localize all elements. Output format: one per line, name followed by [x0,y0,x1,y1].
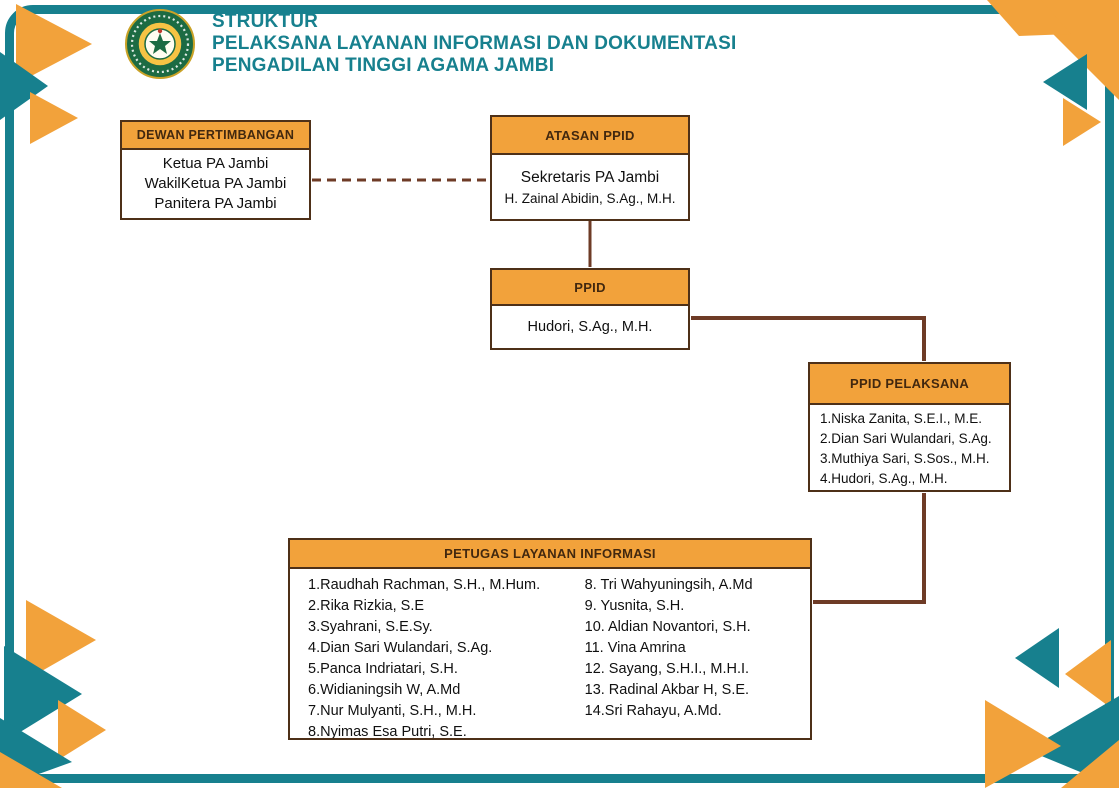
officer-name: 13. Radinal Akbar H, S.E. [584,682,750,698]
officer-name: H. Zainal Abidin, S.Ag., M.H. [504,190,676,206]
officer-name: 8.Nyimas Esa Putri, S.E. [308,724,467,738]
box-ppid-body: Hudori, S.Ag., M.H. [492,306,688,348]
officer-name: 12. Sayang, S.H.I., M.H.I. [584,661,750,677]
box-atasan-ppid: ATASAN PPID Sekretaris PA Jambi H. Zaina… [490,115,690,221]
box-ppid-pelaksana-title: PPID PELAKSANA [810,364,1009,405]
box-petugas-body: 1.Raudhah Rachman, S.H., M.Hum. 2.Rika R… [290,569,810,738]
member-name: WakilKetua PA Jambi [144,175,287,192]
officer-name: 7.Nur Mulyanti, S.H., M.H. [308,703,477,719]
title-line-2: PELAKSANA LAYANAN INFORMASI DAN DOKUMENT… [212,33,737,54]
officer-name: 10. Aldian Novantori, S.H. [584,619,751,635]
box-atasan-ppid-body: Sekretaris PA Jambi H. Zainal Abidin, S.… [492,155,688,219]
petugas-column-2: 8. Tri Wahyuningsih, A.Md 9. Yusnita, S.… [585,575,802,732]
officer-name: 2.Rika Rizkia, S.E [308,598,425,614]
box-dewan-pertimbangan-body: Ketua PA Jambi WakilKetua PA Jambi Panit… [122,150,309,218]
box-ppid: PPID Hudori, S.Ag., M.H. [490,268,690,350]
masthead: STRUKTUR PELAKSANA LAYANAN INFORMASI DAN… [124,8,736,80]
officer-name: Hudori, S.Ag., M.H. [527,319,653,335]
member-name: 1.Niska Zanita, S.E.I., M.E. [820,411,983,426]
corner-decoration-bottom-left [0,600,106,788]
box-ppid-pelaksana: PPID PELAKSANA 1.Niska Zanita, S.E.I., M… [808,362,1011,492]
box-petugas-title: PETUGAS LAYANAN INFORMASI [290,540,810,569]
position-title: Sekretaris PA Jambi [520,168,660,186]
box-ppid-pelaksana-body: 1.Niska Zanita, S.E.I., M.E. 2.Dian Sari… [810,405,1009,490]
title-line-3: PENGADILAN TINGGI AGAMA JAMBI [212,55,555,76]
box-atasan-ppid-title: ATASAN PPID [492,117,688,155]
member-name: 3.Muthiya Sari, S.Sos., M.H. [820,451,990,466]
pta-jambi-logo [125,9,195,79]
member-name: Ketua PA Jambi [162,155,269,172]
member-name: 2.Dian Sari Wulandari, S.Ag. [820,431,992,446]
officer-name: 14.Sri Rahayu, A.Md. [584,703,722,719]
officer-name: 4.Dian Sari Wulandari, S.Ag. [308,640,493,656]
officer-name: 9. Yusnita, S.H. [584,598,685,614]
box-ppid-title: PPID [492,270,688,306]
officer-name: 1.Raudhah Rachman, S.H., M.Hum. [308,577,541,593]
officer-name: 6.Widianingsih W, A.Md [308,682,461,698]
officer-name: 8. Tri Wahyuningsih, A.Md [584,577,753,593]
officer-name: 11. Vina Amrina [584,640,686,656]
member-name: Panitera PA Jambi [154,195,277,212]
page-title: STRUKTUR PELAKSANA LAYANAN INFORMASI DAN… [212,11,736,77]
corner-decoration-bottom-right [985,628,1119,788]
box-dewan-pertimbangan: DEWAN PERTIMBANGAN Ketua PA Jambi WakilK… [120,120,311,220]
box-dewan-pertimbangan-title: DEWAN PERTIMBANGAN [122,122,309,150]
officer-name: 5.Panca Indriatari, S.H. [308,661,458,677]
officer-name: 3.Syahrani, S.E.Sy. [308,619,433,635]
box-petugas-layanan-informasi: PETUGAS LAYANAN INFORMASI 1.Raudhah Rach… [288,538,812,740]
title-line-1: STRUKTUR [212,11,319,32]
corner-decoration-top-right [987,0,1119,146]
petugas-column-1: 1.Raudhah Rachman, S.H., M.Hum. 2.Rika R… [308,575,585,738]
member-name: 4.Hudori, S.Ag., M.H. [820,471,948,486]
